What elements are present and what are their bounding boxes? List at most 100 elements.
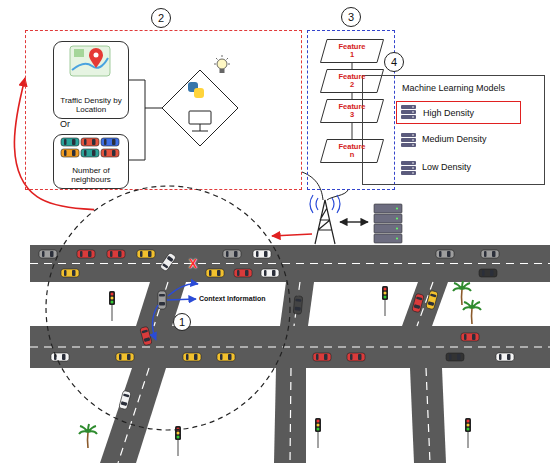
model-icons (401, 105, 416, 119)
map-icon (70, 46, 110, 76)
map-icon (70, 46, 110, 76)
lane-markings (30, 264, 550, 463)
map-icon (94, 53, 99, 58)
server-rack (396, 228, 398, 230)
model-label: Medium Density (422, 134, 487, 144)
cars (137, 250, 155, 258)
processing-diamond (220, 69, 225, 73)
antenna-tower (316, 198, 334, 210)
processing-diamond (162, 70, 238, 146)
feature-parallelogram (321, 140, 384, 163)
source-label: Number of neighbours (57, 166, 125, 184)
input-join-lines (128, 80, 145, 160)
input-join-lines (145, 108, 162, 109)
cars (77, 250, 95, 258)
context-arrows (152, 284, 198, 340)
feature-parallelogram (321, 40, 384, 63)
palm-trees (453, 281, 471, 305)
cars (223, 250, 241, 258)
cars (217, 353, 235, 361)
processing-diamond (214, 55, 230, 64)
roads (30, 245, 550, 282)
traffic-lights (465, 418, 471, 448)
panel-title: Machine Learning Models (363, 83, 544, 93)
input-join-lines (128, 80, 162, 160)
palm-trees (79, 424, 97, 448)
cars (107, 250, 125, 258)
cars (347, 353, 365, 361)
roads (100, 368, 166, 463)
cars (61, 269, 79, 277)
lane-markings (30, 263, 550, 264)
cars (160, 252, 177, 271)
roads (280, 282, 314, 326)
server-rack (396, 208, 398, 210)
server-rack (374, 204, 402, 243)
cars (140, 326, 152, 345)
cars (39, 250, 57, 258)
roads (30, 326, 550, 368)
cars (183, 353, 201, 361)
feature-label: Feature 2 (337, 73, 367, 89)
source-box: Number of neighbours (53, 134, 129, 189)
callout-number: 3 (341, 7, 361, 27)
roads (410, 368, 446, 463)
connector (352, 63, 353, 69)
server-rack (374, 214, 402, 223)
input-context-region: 2OrTraffic Density by LocationNumber of … (25, 30, 302, 190)
feed-lines (302, 172, 348, 200)
model-icons (401, 105, 416, 175)
source-box: Traffic Density by Location (53, 41, 129, 119)
context-region: Context Information1 (45, 185, 291, 431)
feature-box: Feature 2 (320, 69, 384, 93)
connector-word: Or (60, 119, 70, 129)
cars (436, 250, 454, 258)
model-label: High Density (423, 108, 474, 118)
car-grid-icon (81, 149, 99, 157)
callout-number: 1 (173, 313, 191, 331)
antenna-tower (315, 200, 335, 244)
server-rack (374, 234, 402, 243)
server-rack (374, 204, 402, 213)
server-rack (396, 218, 398, 220)
model-label: Low Density (422, 162, 471, 172)
car-grid-icon (81, 138, 99, 146)
blocked-mark: X (189, 257, 197, 271)
car-grid-icon (61, 149, 79, 157)
cars (158, 291, 166, 309)
cars (412, 293, 424, 312)
context-circle-outline (45, 185, 291, 431)
feature-region: 3Feature 1Feature 2Feature 3Feature n (307, 30, 395, 190)
feature-box: Feature n (320, 139, 384, 163)
car-grid-icon (61, 138, 79, 146)
selected-model-box: High Density (396, 101, 521, 124)
cars (261, 269, 279, 277)
map-icon (74, 49, 84, 57)
feature-parallelogram (321, 100, 384, 123)
lane-markings (426, 368, 430, 463)
cars (234, 269, 252, 277)
cars (426, 290, 438, 309)
cars (253, 250, 271, 258)
processing-diamond (162, 55, 238, 146)
roads (30, 245, 550, 463)
cars (479, 269, 497, 277)
model-icons (401, 161, 416, 175)
roads (274, 368, 306, 463)
lane-markings (154, 282, 168, 326)
source-label: Traffic Density by Location (57, 96, 125, 114)
tower-server-arrow (340, 222, 368, 223)
cars (446, 353, 464, 361)
car-grid-icon (101, 149, 119, 157)
traffic-lights (175, 426, 181, 456)
feature-parallelogram (321, 70, 384, 93)
palm-trees (463, 300, 481, 324)
cars (481, 250, 499, 258)
lane-markings (118, 368, 149, 463)
cars (206, 269, 224, 277)
processing-diamond (217, 59, 227, 69)
palm-trees (79, 281, 481, 448)
